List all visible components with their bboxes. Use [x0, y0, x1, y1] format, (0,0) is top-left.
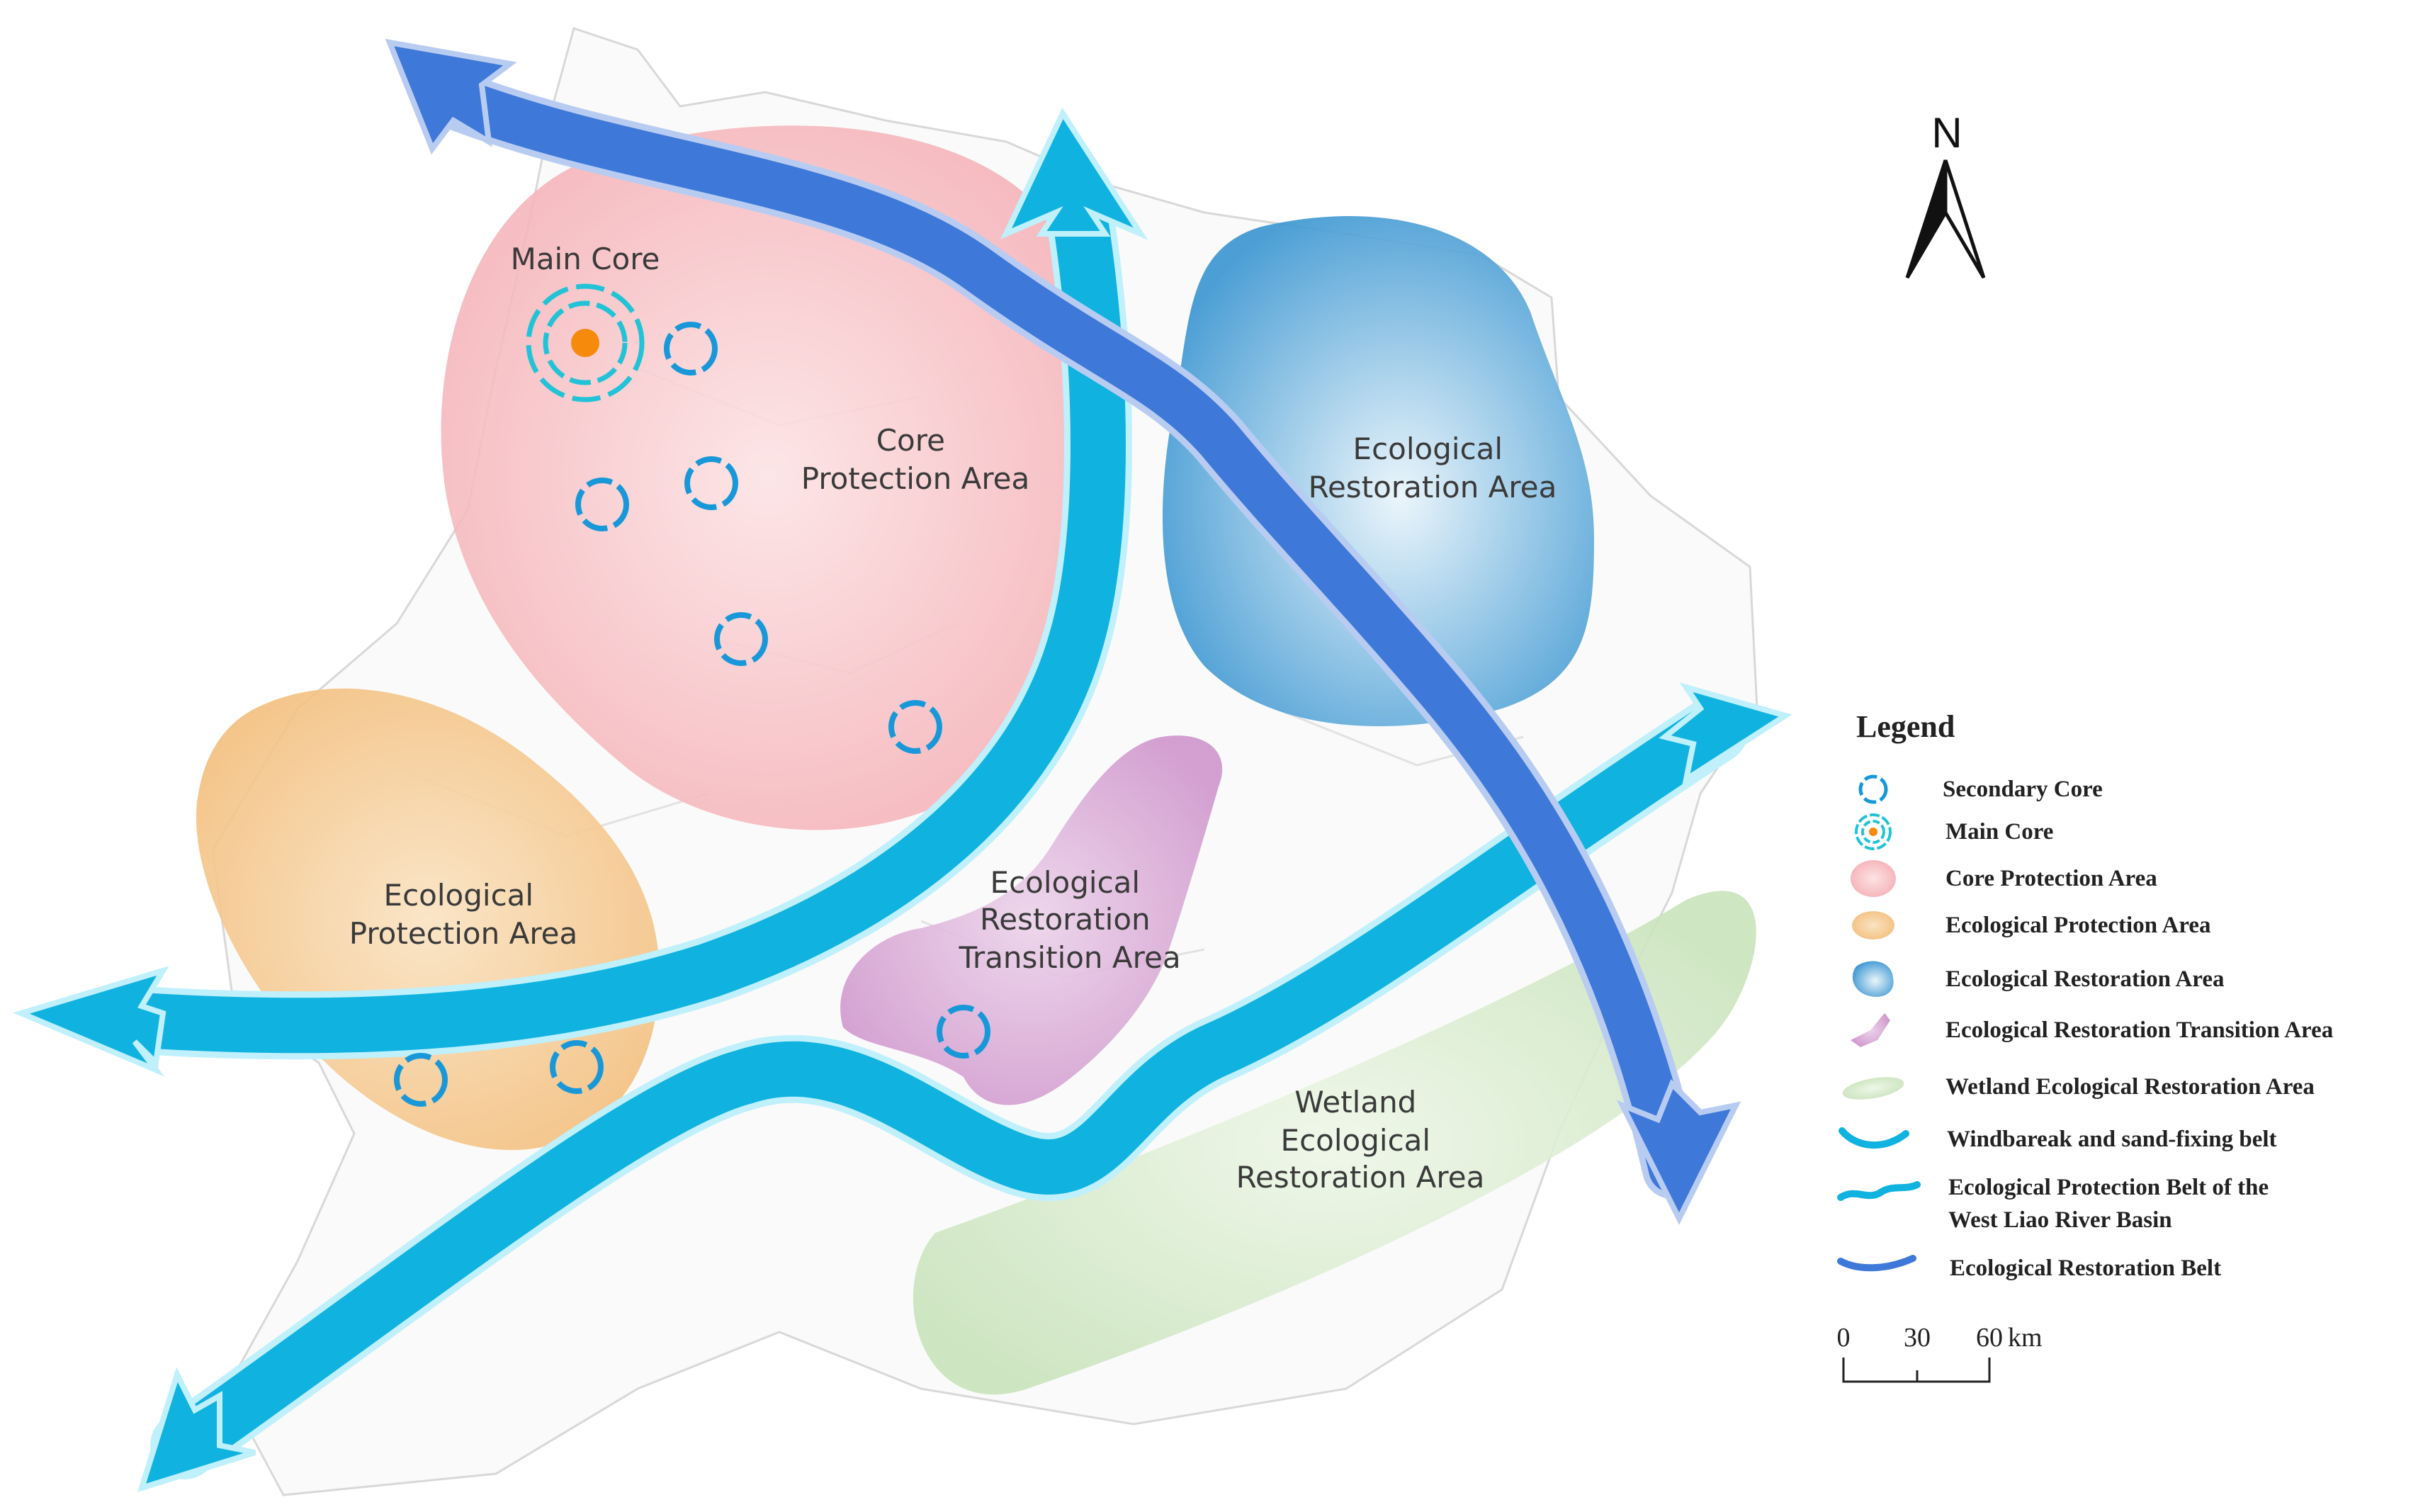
secondary-core: [550, 1040, 604, 1094]
ecological-restoration-area-icon: [1852, 961, 1894, 997]
restoration-belt-icon: [1837, 1255, 1916, 1272]
restoration-belt-nw-arrowhead: [385, 38, 517, 155]
main-core: [526, 283, 645, 402]
legend-label: Ecological Protection Belt of the: [1948, 1175, 2269, 1200]
ecological-restoration-label: Ecological Restoration Area: [1309, 431, 1557, 504]
windbreak-west-arrowhead: [13, 966, 169, 1077]
core-protection-label: Core Protection Area: [801, 423, 1030, 496]
transition-area-label: Ecological Restoration Transition Area: [958, 865, 1180, 975]
secondary-core: [888, 700, 942, 754]
scale-tick-60: 60: [1976, 1323, 2003, 1353]
scale-bar: 0 30 60 km: [1837, 1323, 2043, 1383]
scale-tick-30: 30: [1904, 1323, 1931, 1353]
protection-belt-ne-arrowhead: [1659, 682, 1792, 786]
protection-belt-icon: [1837, 1181, 1921, 1201]
ecological-restoration-transition-area: [840, 735, 1223, 1105]
secondary-core-icon: [1858, 774, 1888, 804]
legend-label: Core Protection Area: [1945, 866, 2157, 891]
legend-label: Windbareak and sand-fixing belt: [1947, 1127, 2277, 1152]
legend-title: Legend: [1856, 709, 1955, 744]
legend: Legend Secondary Core Main Core Core Pro…: [1837, 709, 2333, 1281]
legend-label: Ecological Restoration Area: [1945, 966, 2225, 992]
windbreak-belt-core: [114, 171, 1126, 1054]
legend-label-line2: West Liao River Basin: [1948, 1207, 2172, 1233]
scale-unit: km: [2008, 1323, 2043, 1353]
scale-tick-0: 0: [1837, 1323, 1851, 1353]
north-arrow-icon: [1943, 159, 1986, 279]
scale-bar-line: [1842, 1358, 1991, 1383]
protection-belt-core: [157, 702, 1742, 1473]
secondary-core: [664, 322, 718, 376]
north-label: N: [1931, 109, 1962, 157]
transition-area-icon: [1851, 1013, 1890, 1047]
secondary-core: [575, 478, 629, 531]
windbreak-north-arrowhead: [1000, 107, 1148, 240]
restoration-belt-se-arrowhead: [1616, 1078, 1741, 1225]
legend-label: Main Core: [1945, 819, 2053, 845]
wetland-area-icon: [1842, 1077, 1904, 1100]
legend-label: Wetland Ecological Restoration Area: [1945, 1074, 2315, 1100]
core-protection-area: [441, 125, 1096, 830]
secondary-cores: [394, 322, 990, 1107]
main-core-icon: [1855, 813, 1892, 850]
legend-label: Ecological Protection Area: [1945, 913, 2211, 938]
core-protection-area-icon: [1851, 860, 1896, 897]
secondary-core: [714, 612, 768, 666]
wetland-area-label: Wetland Ecological Restoration Area: [1236, 1085, 1485, 1195]
protection-belt-sw-arrowhead: [137, 1367, 256, 1493]
secondary-core: [937, 1005, 990, 1059]
legend-label: Secondary Core: [1943, 777, 2103, 802]
wetland-ecological-restoration-area: [913, 891, 1756, 1395]
ecological-restoration-area: [1162, 216, 1594, 726]
main-core-label: Main Core: [511, 242, 660, 276]
windbreak-belt-icon: [1839, 1127, 1909, 1149]
legend-label: Ecological Restoration Transition Area: [1945, 1017, 2333, 1043]
ecological-protection-area-icon: [1852, 911, 1894, 940]
secondary-core: [394, 1053, 448, 1107]
secondary-core: [684, 456, 738, 510]
restoration-belt-core: [430, 76, 1695, 1192]
ecological-protection-label: Ecological Protection Area: [349, 878, 578, 951]
north-arrow: N: [1905, 109, 1986, 279]
legend-label: Ecological Restoration Belt: [1950, 1256, 2221, 1281]
